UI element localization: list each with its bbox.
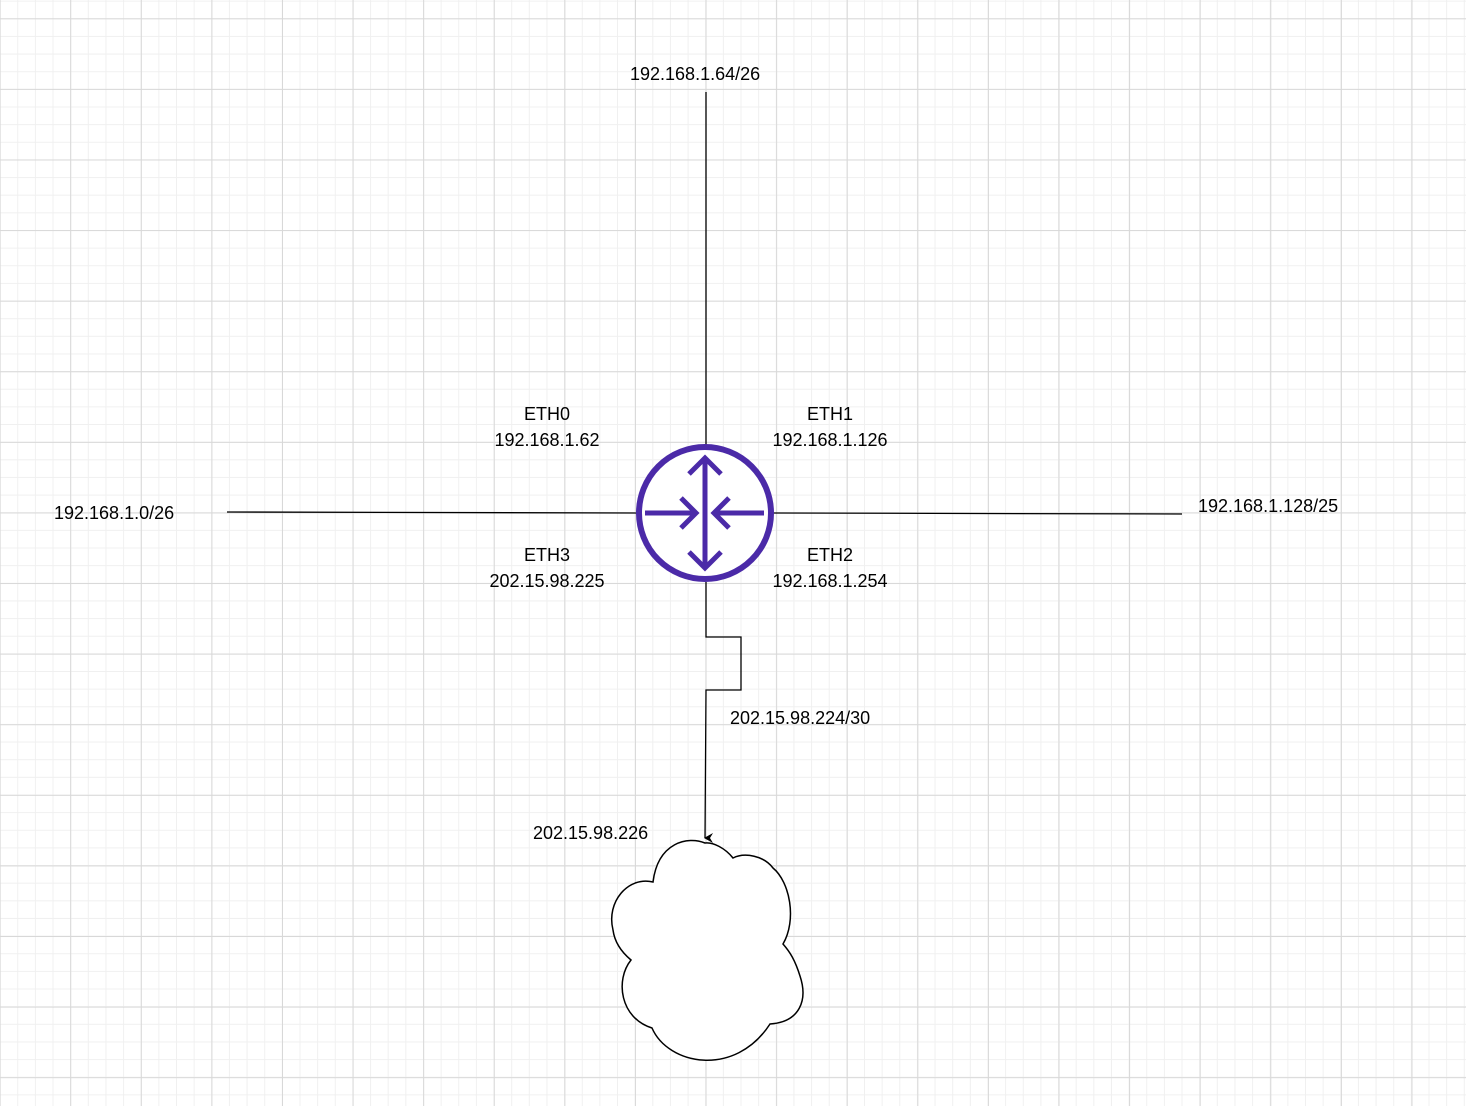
cloud-icon[interactable] xyxy=(610,839,804,1061)
interface-eth2: ETH2 192.168.1.254 xyxy=(740,542,920,594)
cloud-ip-label: 202.15.98.226 xyxy=(533,823,649,843)
network-label-right: 192.168.1.128/25 xyxy=(1198,496,1339,516)
router-icon[interactable] xyxy=(636,444,774,582)
interface-eth3-name: ETH3 xyxy=(523,545,570,565)
interface-eth2-name: ETH2 xyxy=(806,545,853,565)
network-label-top: 192.168.1.64/26 xyxy=(630,64,761,84)
interface-eth0: ETH0 192.168.1.62 xyxy=(457,401,637,453)
interface-eth1: ETH1 192.168.1.126 xyxy=(740,401,920,453)
interface-eth1-ip: 192.168.1.126 xyxy=(772,430,888,450)
interface-eth2-ip: 192.168.1.254 xyxy=(772,571,888,591)
link-right[interactable] xyxy=(772,512,1183,515)
network-label-left: 192.168.1.0/26 xyxy=(54,503,175,523)
interface-eth1-name: ETH1 xyxy=(806,404,853,424)
interface-eth0-name: ETH0 xyxy=(523,404,570,424)
interface-eth0-ip: 192.168.1.62 xyxy=(494,430,600,450)
link-wan[interactable] xyxy=(704,582,742,844)
network-label-wan: 202.15.98.224/30 xyxy=(730,708,871,728)
interface-eth3: ETH3 202.15.98.225 xyxy=(457,542,637,594)
interface-eth3-ip: 202.15.98.225 xyxy=(489,571,605,591)
link-left[interactable] xyxy=(226,511,639,514)
